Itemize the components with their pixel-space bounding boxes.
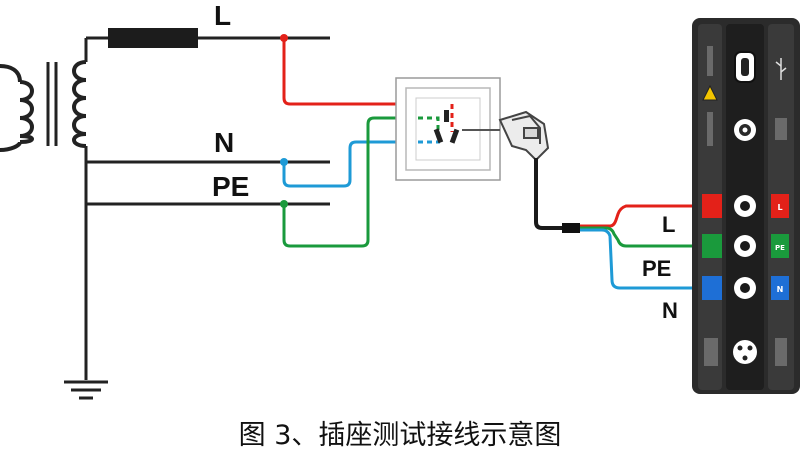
transformer-icon <box>0 60 87 152</box>
lead-label-N: N <box>662 298 678 323</box>
cable-joint <box>562 223 580 233</box>
tag-L-left <box>702 194 722 218</box>
line-label-PE: PE <box>212 171 249 202</box>
lead-label-PE: PE <box>642 256 671 281</box>
test-cable <box>534 158 564 230</box>
lead-label-L: L <box>662 212 675 237</box>
line-label-L: L <box>214 0 231 31</box>
usb-icon <box>775 58 787 80</box>
instrument-panel: L PE N <box>692 18 800 394</box>
tag-PE-left <box>702 234 722 258</box>
inductor-icon <box>108 28 198 48</box>
terminal-label-PE: PE <box>775 244 785 252</box>
tag-N-right <box>771 276 789 300</box>
line-label-N: N <box>214 127 234 158</box>
supply-lines <box>84 36 330 380</box>
warning-icon <box>702 84 718 101</box>
terminal-jacks <box>734 195 756 299</box>
terminal-label-L: L <box>777 203 782 212</box>
figure-caption: 图 3、插座测试接线示意图 <box>239 420 562 451</box>
plug-icon <box>498 110 550 162</box>
tag-L-right <box>771 194 789 218</box>
supply-wires <box>280 34 454 248</box>
ground-icon <box>64 380 108 400</box>
test-leads <box>580 204 700 290</box>
terminal-label-N: N <box>777 285 784 294</box>
tag-N-left <box>702 276 722 300</box>
tag-PE-right <box>771 234 789 258</box>
